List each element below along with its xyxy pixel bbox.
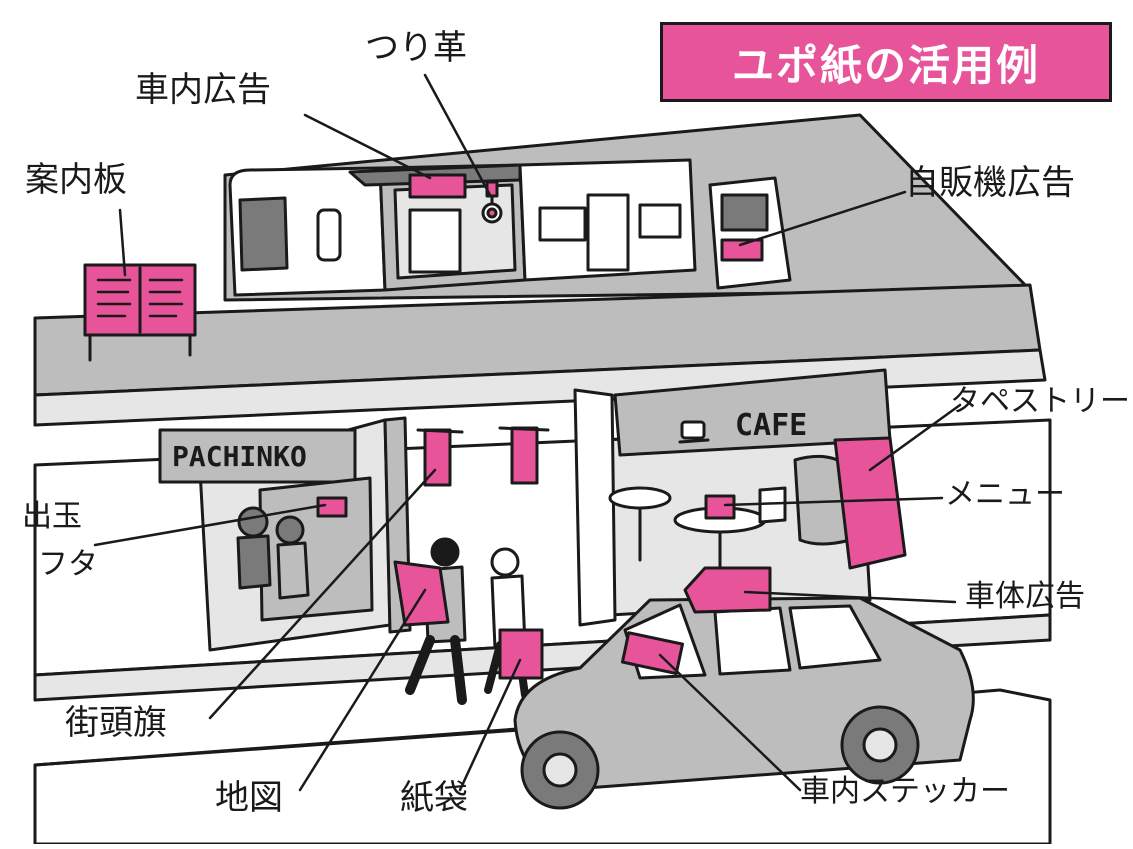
street-banner-2 [510,426,539,485]
label-annaiban: 案内板 [25,160,127,200]
cafe-chair [758,486,787,524]
vending-machine-display [720,193,769,232]
cafe-sign-text: CAFE [735,408,808,443]
train-inner-door [408,208,462,274]
label-shanai-sticker: 車内ステッカー [800,774,1010,809]
label-dedama-futa-line1: 出玉 [22,499,82,534]
label-jihanki-koukoku: 自販機広告 [905,163,1075,203]
title-banner: ユポ紙の活用例 [660,22,1112,102]
train-windshield [238,196,289,272]
platform-edge [33,348,1047,427]
taxi-window-rear [788,604,882,670]
label-tsurikawa: つり革 [365,28,467,68]
taxi-roof-sign [683,566,772,614]
train-door-2 [586,193,630,272]
leader-lines [93,73,962,792]
taxi-window-mid [713,606,792,676]
paper-bag [498,628,544,680]
label-dedama-futa-line2: フタ [38,547,98,582]
info-board-lines [96,278,184,318]
banner-pole-1 [416,428,464,434]
label-chizu: 地図 [215,778,283,818]
pachinko-sign [158,428,357,484]
train-door-window [316,208,342,262]
train-window-2 [638,203,682,239]
payout-lid [316,496,348,518]
in-car-ad [408,173,467,199]
label-gaitou-hata: 街頭旗 [65,703,167,743]
vending-machine-ad [720,238,764,262]
cup-icon [678,420,710,444]
label-tapestry: タペストリー [950,384,1130,419]
label-menu: メニュー [945,477,1065,512]
road-curb [33,726,532,767]
train-window-1 [538,206,587,242]
label-shatai-koukoku: 車体広告 [965,579,1085,614]
label-kamibukuro: 紙袋 [400,778,468,818]
pachinko-players [236,506,310,600]
cafe-table-1 [608,486,672,510]
banner-pole-2 [498,426,550,432]
tapestry [833,436,907,570]
label-shanai-koukoku: 車内広告 [135,70,271,110]
strap-ring-inner [486,207,498,219]
cafe-pillar [573,388,617,627]
title-text: ユポ紙の活用例 [731,40,1040,90]
menu-card [704,494,736,520]
pachinko-sign-text: PACHINKO [172,440,307,473]
